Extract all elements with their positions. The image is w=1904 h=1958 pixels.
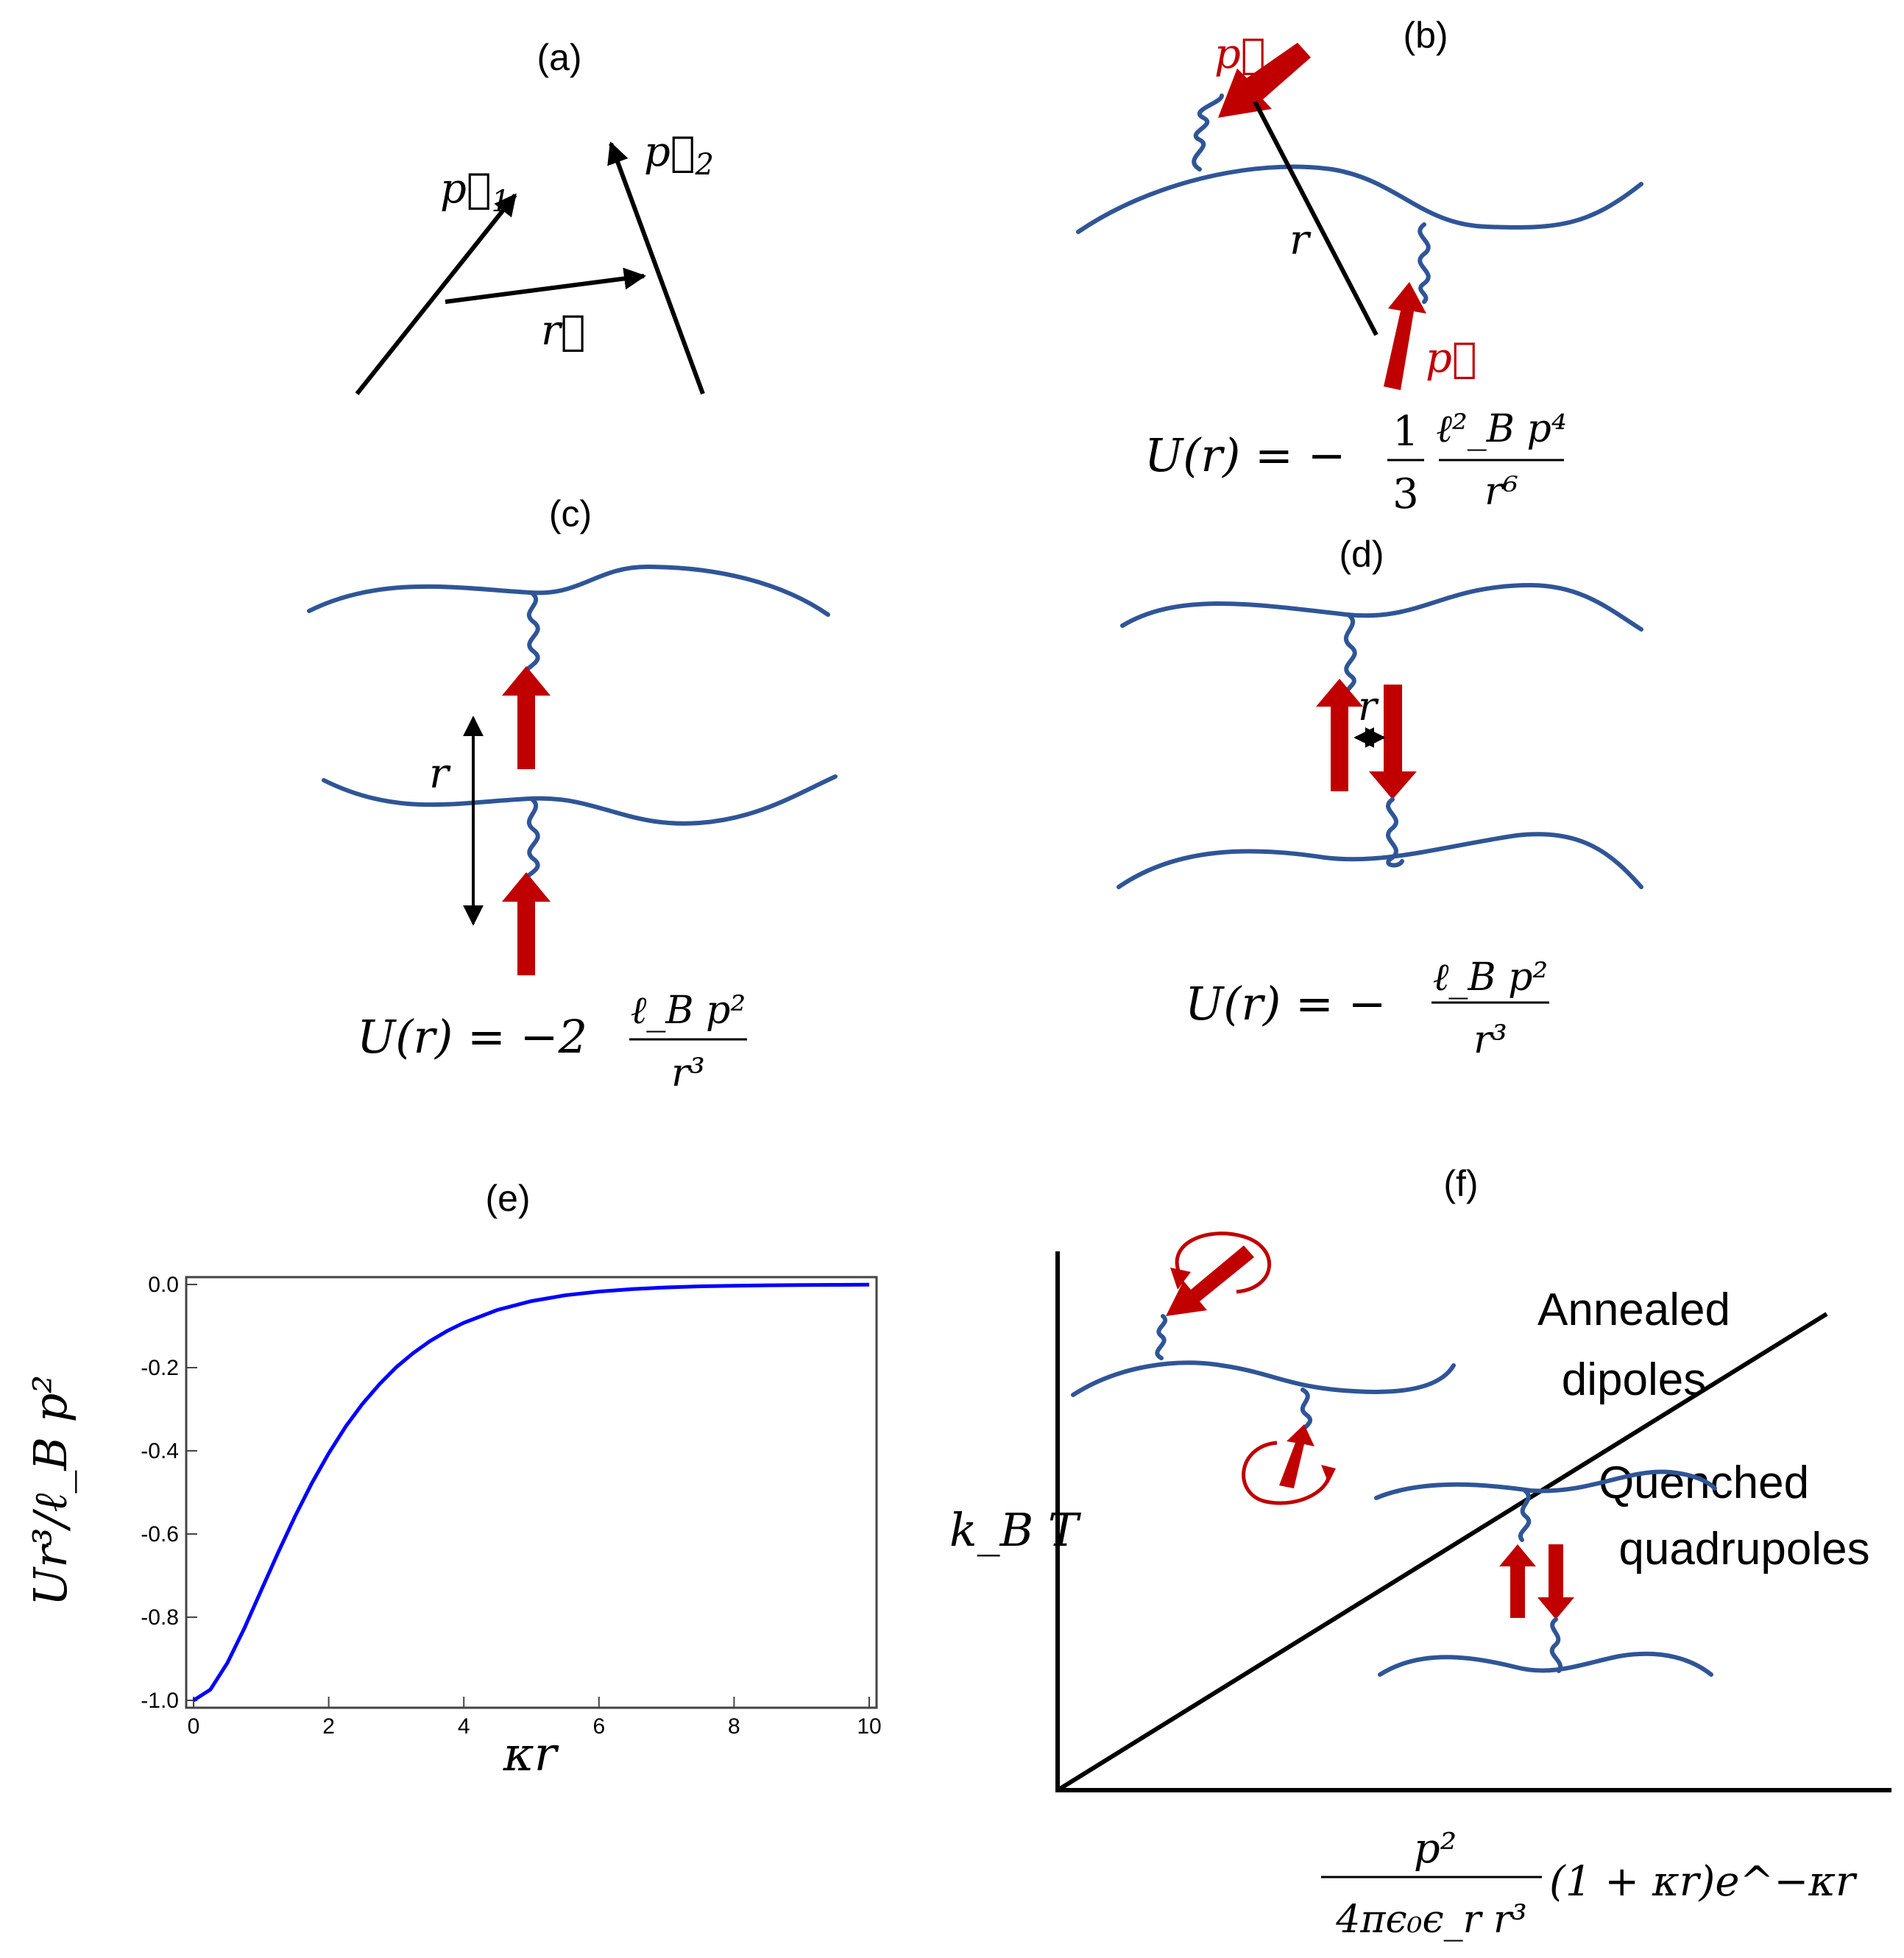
dipole-arrow-lower [502, 872, 551, 975]
panel-e-label: (e) [485, 1178, 530, 1219]
y-tick-label: -0.4 [141, 1439, 179, 1463]
equation-c-lhs: U(r) = −2 [357, 1010, 587, 1064]
x-tick-label: 4 [458, 1714, 470, 1739]
panel-b-label: (b) [1403, 15, 1448, 56]
p-label-bottom: p⃗ [1426, 334, 1476, 382]
y-tick-label: 0.0 [148, 1273, 179, 1297]
region-annealed-line2: dipoles [1562, 1354, 1706, 1405]
dipole-arrow-annealed-top [1166, 1245, 1254, 1316]
panel-d: (d) r U(r) = − ℓ_B p² r³ [1116, 534, 1643, 1062]
p2-label: p⃗2 [644, 128, 714, 182]
rotation-arrowhead-bottom [1321, 1465, 1336, 1483]
panel-e: (e) -1.0 -0.8 -0.6 -0.4 -0.2 0.0 0 2 4 6 8 10 κr U… [24, 1178, 882, 1782]
y-tick-label: -0.6 [141, 1522, 179, 1547]
vector-p1 [355, 193, 517, 395]
x-label-numerator: p² [1414, 1825, 1457, 1873]
x-label-denominator: 4πϵ₀ϵ_r r³ [1335, 1898, 1526, 1942]
x-tick-label: 6 [592, 1714, 605, 1739]
dipole-arrow-upper [502, 666, 551, 769]
x-tick-label: 0 [188, 1714, 200, 1739]
side-chain-annealed-top [1155, 1314, 1167, 1360]
region-quenched-line2: quadrupoles [1618, 1524, 1869, 1574]
y-tick-label: -1.0 [141, 1689, 179, 1713]
plot-frame [185, 1276, 878, 1709]
x-tick-label: 8 [728, 1714, 740, 1739]
r-label: r [1289, 216, 1312, 264]
y-tick-label: -0.2 [141, 1356, 179, 1380]
dipole-arrow-down [1369, 685, 1417, 799]
y-tick-label: -0.8 [141, 1605, 179, 1630]
vector-r [445, 267, 646, 304]
equation-b-lhs: U(r) = − [1144, 428, 1346, 482]
quadrupole-arrow-up [1499, 1544, 1536, 1618]
equation-c-num: ℓ_B p² [631, 989, 746, 1033]
rotation-arrow-bottom [1242, 1441, 1331, 1505]
r-label: r [429, 750, 451, 798]
side-chain-quenched-lower [1549, 1617, 1563, 1673]
panel-a-label: (a) [537, 37, 581, 78]
equation-b-num2: ℓ²_B p⁴ [1436, 407, 1566, 451]
region-annealed-line1: Annealed [1537, 1284, 1730, 1335]
equation-b-num1: 1 [1392, 408, 1419, 456]
equation-c-den: r³ [671, 1051, 705, 1095]
polymer-chain-annealed [1071, 1360, 1456, 1397]
polymer-chain-quenched-lower [1378, 1651, 1713, 1677]
side-chain-upper [521, 590, 540, 679]
rotation-arrow-top [1175, 1231, 1272, 1294]
quadrupole-arrow-down [1537, 1544, 1574, 1619]
separation-line [1253, 100, 1379, 336]
panel-b: (b) r p⃗ p⃗ U(r) = − 1 3 ℓ²_B p⁴ r⁶ [1076, 15, 1643, 518]
equation-d-num: ℓ_B p² [1433, 955, 1549, 1000]
polymer-chain-upper [307, 564, 830, 617]
dipole-arrow-up [1316, 679, 1363, 791]
series-line [192, 1282, 870, 1703]
polymer-chain-upper [1120, 582, 1643, 632]
equation-d-den: r³ [1473, 1018, 1507, 1062]
panel-d-label: (d) [1339, 534, 1384, 575]
panel-c: (c) r U(r) = −2 ℓ_B p² r³ [307, 493, 838, 1095]
side-chain-upper [1343, 612, 1357, 698]
polymer-chain [1076, 164, 1643, 234]
side-chain-quenched-upper [1518, 1488, 1532, 1542]
x-tick-label: 2 [322, 1714, 335, 1739]
y-axis-label: k_B T [949, 1503, 1082, 1557]
side-chain-lower [521, 796, 540, 886]
x-ticks: 0 2 4 6 8 10 [188, 1697, 882, 1739]
dipole-arrow-bottom [1384, 282, 1426, 390]
side-chain-lower [1386, 797, 1404, 868]
panel-f-label: (f) [1443, 1163, 1478, 1204]
r-vector-label: r⃗ [541, 307, 585, 355]
equation-b-den1: 3 [1392, 470, 1419, 518]
polymer-chain-lower [322, 774, 838, 826]
side-chain-top [1192, 93, 1224, 172]
r-label: r [1358, 683, 1379, 729]
equation-d-lhs: U(r) = − [1185, 977, 1387, 1031]
vector-p2 [607, 141, 705, 395]
dipole-arrow-top [1218, 43, 1311, 118]
x-axis-label: κr [503, 1728, 559, 1782]
boundary-line [1056, 1312, 1828, 1792]
panel-a: (a) p⃗1 p⃗2 r⃗ [355, 37, 714, 395]
panel-f: (f) k_B T Annealed dipoles Quenched quad… [949, 1163, 1891, 1942]
y-axis-label: Ur³/ℓ_B p² [24, 1375, 77, 1606]
p1-label: p⃗1 [440, 165, 510, 219]
panel-c-label: (c) [549, 493, 592, 534]
polymer-chain-lower [1116, 832, 1643, 889]
x-label-tail: (1 + κr)e^−κr [1549, 1858, 1858, 1906]
y-ticks: -1.0 -0.8 -0.6 -0.4 -0.2 0.0 [141, 1273, 197, 1713]
side-chain-bottom [1418, 222, 1431, 304]
polymer-chain-quenched-upper [1374, 1469, 1717, 1500]
rotation-arrowhead-top [1170, 1268, 1191, 1290]
equation-b-den2: r⁶ [1484, 470, 1518, 514]
dipole-arrow-annealed-bottom [1279, 1424, 1314, 1488]
x-tick-label: 10 [857, 1714, 881, 1739]
p-label-top: p⃗ [1214, 30, 1265, 78]
